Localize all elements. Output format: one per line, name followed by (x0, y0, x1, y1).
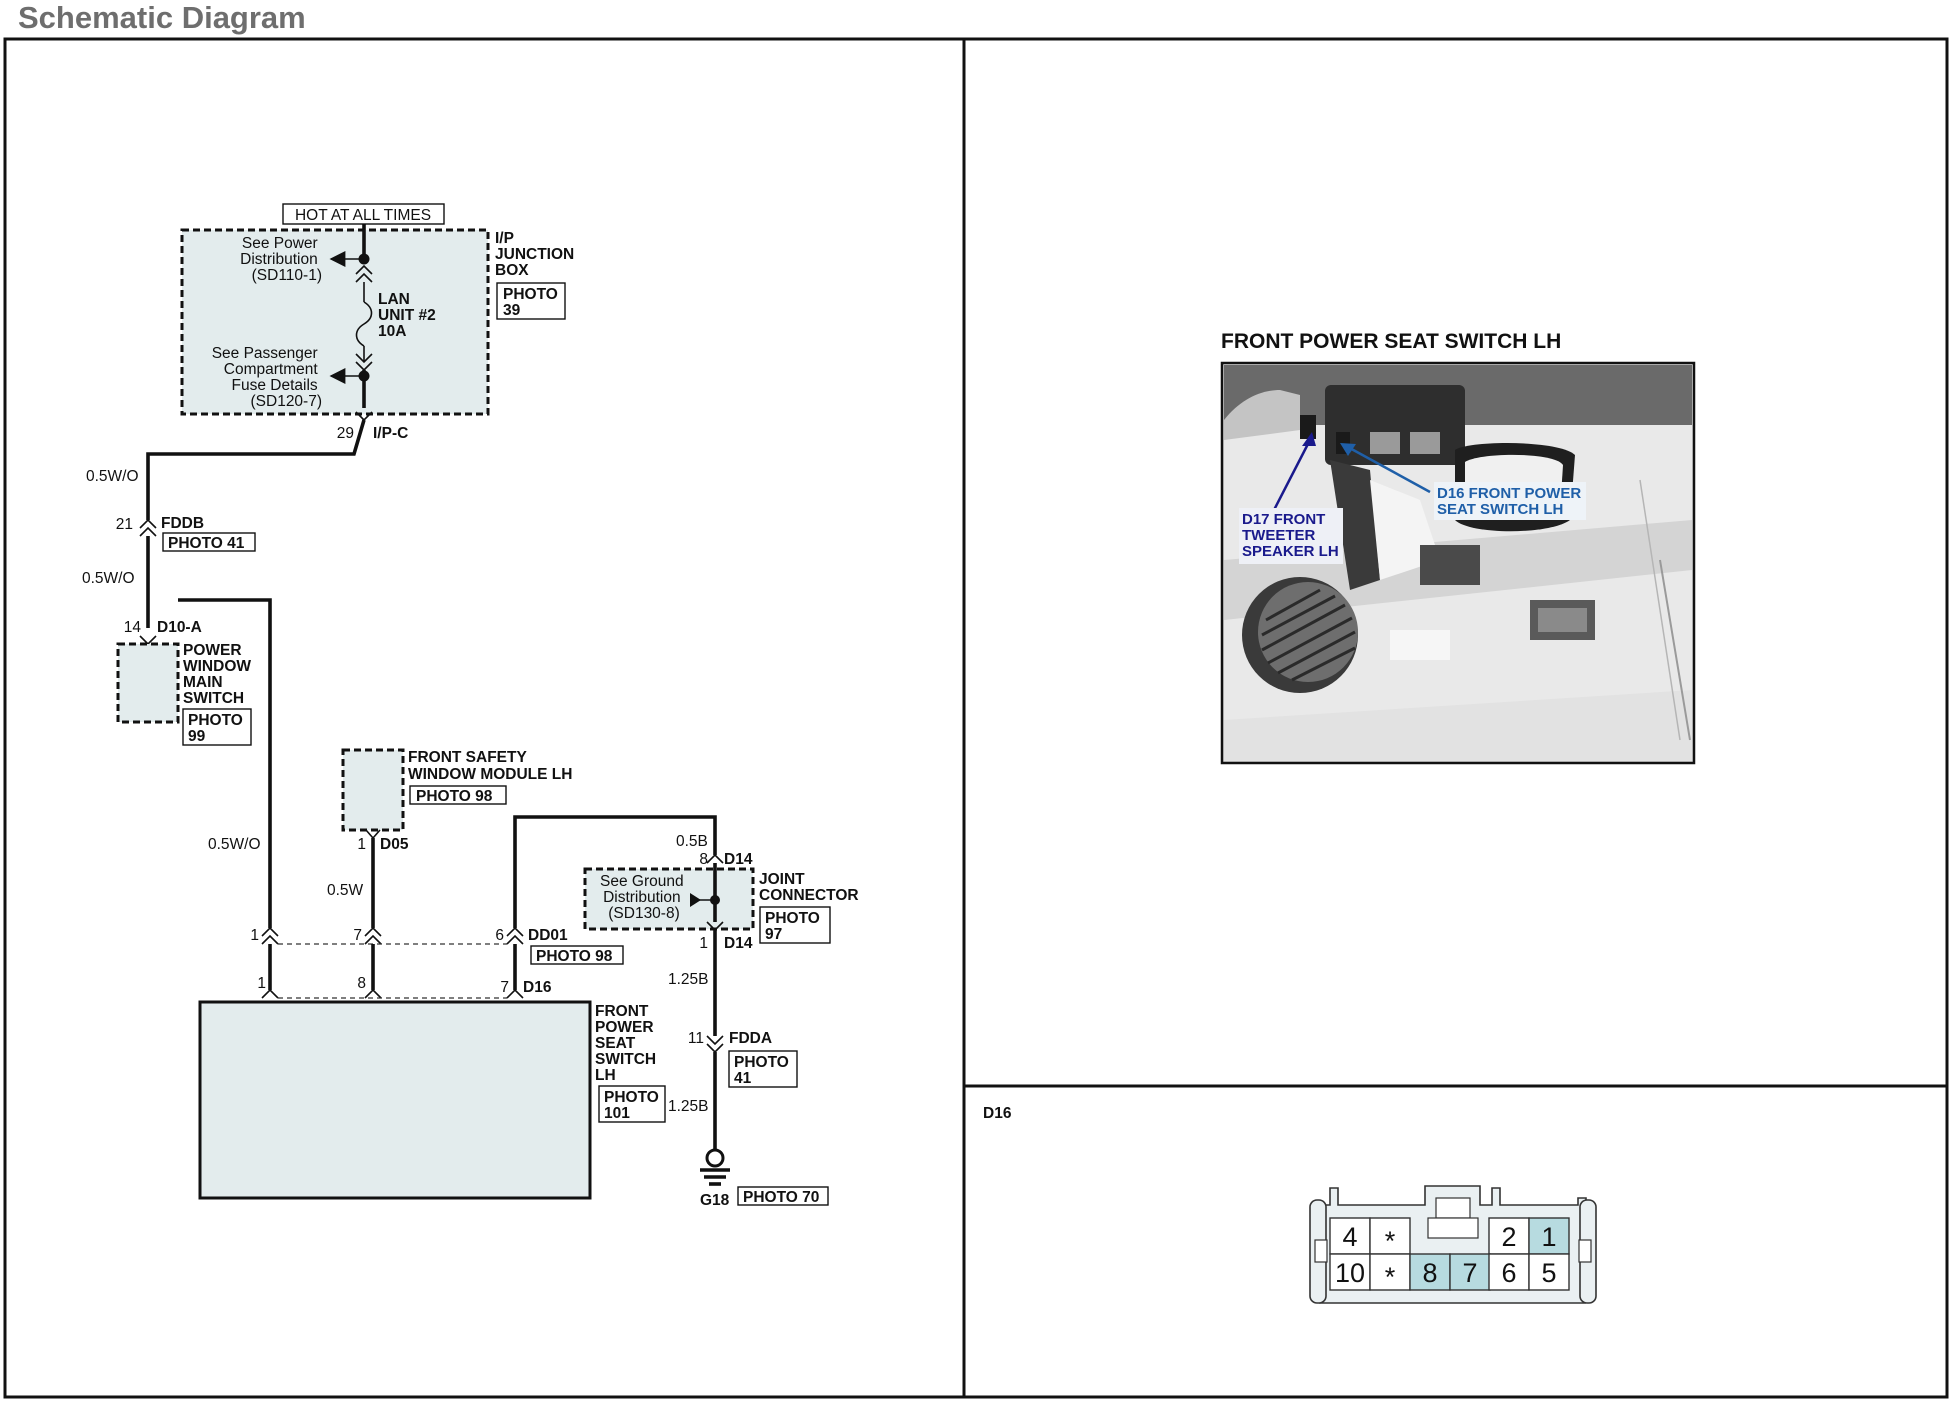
wiring: 0.5W/O 21 FDDB PHOTO 41 0.5W/O 14 D10-A … (82, 419, 859, 1209)
svg-text:0.5W/O: 0.5W/O (208, 836, 261, 853)
svg-text:1: 1 (357, 836, 366, 853)
svg-text:PHOTO 39: PHOTO 39 (503, 286, 562, 319)
svg-text:PHOTO 41: PHOTO 41 (168, 535, 245, 552)
svg-text:PHOTO 99: PHOTO 99 (188, 712, 247, 745)
svg-text:0.5W/O: 0.5W/O (86, 468, 139, 485)
svg-text:8: 8 (357, 975, 366, 992)
svg-text:6: 6 (495, 927, 504, 944)
svg-text:PHOTO 97: PHOTO 97 (765, 910, 824, 943)
photo-title: FRONT POWER SEAT SWITCH LH (1221, 330, 1561, 353)
svg-text:0.5B: 0.5B (676, 833, 708, 850)
svg-text:D17 FRONT TWEETER: D17 FRONT TWEETER SPEAKER LH (1242, 511, 1339, 560)
svg-text:1.25B: 1.25B (668, 971, 709, 988)
svg-text:1: 1 (1541, 1222, 1556, 1252)
svg-text:1: 1 (257, 975, 266, 992)
svg-text:I/P JUNCTION BOX: I/P JUNCTION BOX (495, 230, 579, 279)
svg-text:See Power Distribution: See Power Distribution (SD110-1) (240, 235, 322, 284)
svg-text:PHOTO 98: PHOTO 98 (536, 948, 613, 965)
svg-text:PHOTO 41: PHOTO 41 (734, 1054, 793, 1087)
svg-text:2: 2 (1501, 1222, 1516, 1252)
svg-text:PHOTO 98: PHOTO 98 (416, 788, 493, 805)
svg-text:0.5W/O: 0.5W/O (82, 570, 135, 587)
svg-text:7: 7 (500, 979, 509, 996)
svg-text:D14: D14 (724, 935, 753, 952)
svg-text:PHOTO 101: PHOTO 101 (604, 1089, 663, 1122)
svg-text:See Ground Distribution: See Ground Distribution (SD130-8) (600, 873, 688, 922)
svg-text:D10-A: D10-A (157, 619, 202, 636)
connector-panel: D16 4 * 2 1 10 * 8 7 6 (983, 1105, 1597, 1304)
connector-label: D16 (983, 1105, 1012, 1122)
svg-text:JOINT CONNECTOR: JOINT CONNECTOR (759, 871, 859, 904)
page-title: Schematic Diagram (18, 0, 306, 35)
photo-panel: FRONT POWER SEAT SWITCH LH (1220, 330, 1696, 765)
hot-at-all-times-label: HOT AT ALL TIMES (295, 207, 431, 224)
svg-text:G18: G18 (700, 1192, 730, 1209)
ip-junction-box: HOT AT ALL TIMES See Power Distribution … (180, 203, 579, 442)
svg-text:D05: D05 (380, 836, 409, 853)
svg-text:1: 1 (699, 935, 708, 952)
svg-text:FRONT SAFETY WINDOW MODU: FRONT SAFETY WINDOW MODULE LH (408, 749, 572, 783)
svg-text:8: 8 (1422, 1258, 1437, 1288)
svg-text:5: 5 (1541, 1258, 1556, 1288)
connector-pins: 4 * 2 1 10 * 8 7 6 5 (1329, 1217, 1570, 1292)
svg-text:10: 10 (1335, 1258, 1365, 1288)
svg-text:1.25B: 1.25B (668, 1098, 709, 1115)
svg-text:7: 7 (353, 927, 362, 944)
svg-text:0.5W: 0.5W (327, 882, 364, 899)
svg-text:I/P-C: I/P-C (373, 425, 408, 442)
svg-text:See Passenger Compartmen: See Passenger Compartment Fuse Details (… (212, 345, 322, 410)
svg-text:*: * (1385, 1262, 1396, 1292)
callout-d17: D17 FRONT (1242, 511, 1325, 528)
svg-text:D14: D14 (724, 851, 753, 868)
svg-text:7: 7 (1462, 1258, 1477, 1288)
svg-text:21: 21 (116, 516, 133, 533)
frame (3, 37, 1949, 1399)
svg-text:8: 8 (699, 851, 708, 868)
svg-text:D16 FRONT POWER SEAT SWI: D16 FRONT POWER SEAT SWITCH LH (1437, 485, 1585, 518)
callout-d16: D16 FRONT POWER (1437, 485, 1581, 502)
svg-text:FRONT POWER SEAT: FRONT POWER SEAT SWITCH LH (595, 1003, 660, 1084)
svg-text:PHOTO 70: PHOTO 70 (743, 1189, 819, 1206)
svg-text:6: 6 (1501, 1258, 1516, 1288)
svg-text:LAN UNIT #2 10A: LAN UNIT #2 10A (378, 291, 440, 340)
svg-text:FDDA: FDDA (729, 1030, 772, 1047)
svg-text:4: 4 (1342, 1222, 1357, 1252)
svg-text:11: 11 (688, 1030, 704, 1047)
svg-text:*: * (1385, 1226, 1396, 1256)
svg-text:D16: D16 (523, 979, 552, 996)
svg-text:DD01: DD01 (528, 927, 568, 944)
svg-text:FDDB: FDDB (161, 515, 204, 532)
svg-text:POWER WINDOW MAIN: POWER WINDOW MAIN SWITCH (183, 642, 255, 707)
svg-text:1: 1 (250, 927, 259, 944)
svg-text:14: 14 (124, 619, 142, 636)
svg-text:29: 29 (337, 425, 354, 442)
